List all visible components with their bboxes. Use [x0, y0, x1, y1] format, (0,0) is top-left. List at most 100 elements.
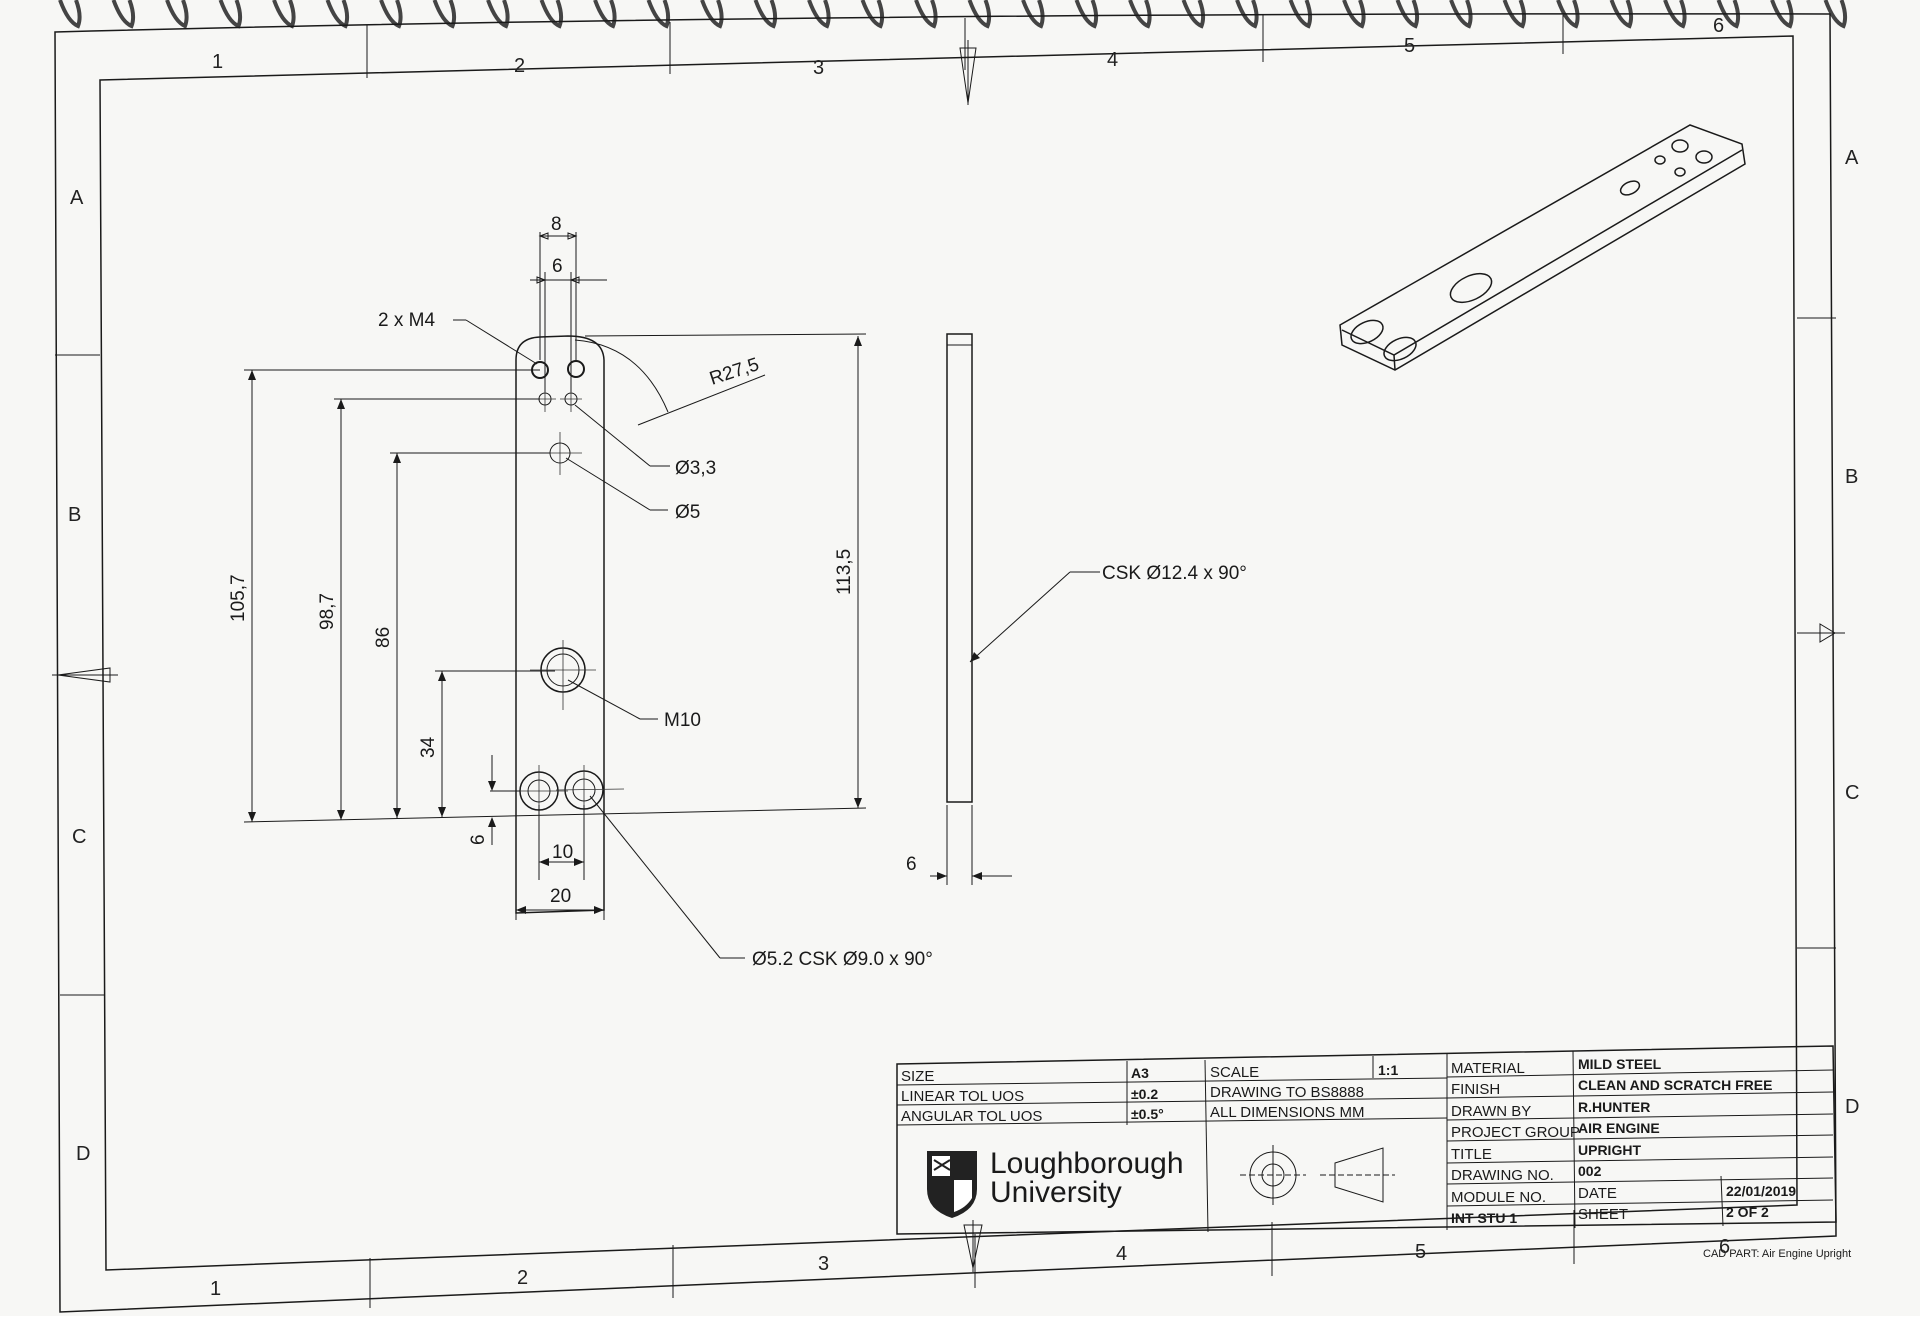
- dim-6-side: 6: [906, 854, 917, 875]
- binding-ring: [1770, 0, 1794, 29]
- tb-title-value: UPRIGHT: [1578, 1142, 1641, 1158]
- binding-ring: [486, 0, 510, 29]
- tb-sheet-label: SHEET: [1578, 1206, 1628, 1223]
- binding-ring: [700, 0, 724, 29]
- tb-project-group-value: AIR ENGINE: [1578, 1120, 1660, 1136]
- tb-size-label: SIZE: [901, 1068, 934, 1085]
- binding-ring: [379, 0, 403, 29]
- tb-date-value: 22/01/2019: [1726, 1183, 1796, 1199]
- binding-ring: [165, 0, 189, 29]
- binding-ring: [1128, 0, 1152, 29]
- binding-ring: [1502, 0, 1527, 29]
- zone-col-5-bottom: 5: [1415, 1241, 1426, 1263]
- title-block: SIZE A3 SCALE 1:1 LINEAR TOL UOS ±0.2 DR…: [896, 1045, 1851, 1260]
- binding-ring: [539, 0, 564, 29]
- zone-dividers: [55, 15, 1836, 1308]
- zone-row-a-right: A: [1845, 147, 1859, 169]
- isometric-view: [1339, 124, 1746, 371]
- dim-113-5: 113,5: [834, 549, 855, 595]
- callout-csk-bottom: Ø5.2 CSK Ø9.0 x 90°: [752, 949, 933, 970]
- binding-ring: [272, 0, 296, 29]
- dim-86: 86: [373, 627, 394, 648]
- binding-ring: [111, 0, 136, 29]
- tb-size-value: A3: [1131, 1065, 1149, 1081]
- binding-ring: [860, 0, 885, 29]
- callout-m4: 2 x M4: [378, 310, 435, 331]
- zone-col-3-top: 3: [813, 57, 824, 79]
- m4-hole-right: [567, 360, 585, 378]
- tb-linear-tol-value: ±0.2: [1131, 1086, 1158, 1102]
- centering-marks: [52, 40, 1845, 1272]
- zone-row-d-right: D: [1845, 1096, 1859, 1118]
- dim-34: 34: [418, 736, 439, 758]
- binding-ring: [807, 0, 831, 29]
- tb-project-group-label: PROJECT GROUP: [1451, 1124, 1580, 1141]
- iso-hole-5: [1671, 139, 1689, 153]
- tb-scale-value: 1:1: [1378, 1062, 1398, 1078]
- binding-ring: [1342, 0, 1366, 29]
- tb-module-no-label: MODULE NO.: [1451, 1189, 1546, 1206]
- tb-material-label: MATERIAL: [1451, 1060, 1525, 1077]
- zone-row-c-right: C: [1845, 782, 1859, 804]
- part-outline: [515, 335, 605, 914]
- iso-hole-3: [1449, 272, 1493, 304]
- outer-frame: [54, 13, 1837, 1313]
- title-block-frame: [896, 1045, 1837, 1235]
- inner-frame: [99, 35, 1798, 1271]
- tb-standard: DRAWING TO BS8888: [1210, 1084, 1364, 1101]
- callout-dia3-3: Ø3,3: [675, 458, 716, 479]
- spiral-binding: [58, 0, 1848, 29]
- iso-hole-2: [1383, 336, 1417, 362]
- tb-drawing-no-value: 002: [1578, 1163, 1602, 1179]
- binding-ring: [1609, 0, 1634, 29]
- binding-ring: [1235, 0, 1259, 29]
- callout-dia5: Ø5: [675, 502, 700, 523]
- binding-ring: [1823, 0, 1848, 29]
- binding-ring: [753, 0, 778, 29]
- zone-row-b-right: B: [1845, 466, 1858, 488]
- zone-col-1-bottom: 1: [210, 1278, 221, 1300]
- binding-ring: [593, 0, 617, 29]
- iso-hole-8: [1674, 167, 1686, 177]
- side-profile: [946, 333, 973, 803]
- side-view: 6 CSK Ø12.4 x 90°: [906, 333, 1247, 885]
- tb-module-no-value: INT STU 1: [1451, 1210, 1517, 1226]
- dim-6-bottom: 6: [468, 834, 489, 845]
- callout-m10: M10: [664, 710, 701, 731]
- dim-10: 10: [552, 842, 573, 863]
- third-angle-projection-symbol: [1240, 1145, 1395, 1205]
- zone-col-6-bottom: 6: [1719, 1236, 1730, 1258]
- binding-ring: [218, 0, 243, 29]
- tb-finish-value: CLEAN AND SCRATCH FREE: [1578, 1077, 1772, 1093]
- tb-material-value: MILD STEEL: [1578, 1056, 1662, 1072]
- binding-ring: [967, 0, 992, 29]
- tb-units: ALL DIMENSIONS MM: [1210, 1104, 1364, 1121]
- zone-col-5-top: 5: [1404, 35, 1415, 57]
- zone-row-d-left: D: [76, 1143, 90, 1165]
- binding-ring: [432, 0, 457, 29]
- binding-ring: [1288, 0, 1313, 29]
- binding-ring: [325, 0, 350, 29]
- dim-8: 8: [551, 214, 562, 235]
- tb-drawn-by-value: R.HUNTER: [1578, 1099, 1650, 1115]
- iso-hole-7: [1654, 155, 1666, 165]
- dim-20: 20: [550, 886, 571, 907]
- tb-finish-label: FINISH: [1451, 1081, 1500, 1098]
- dim-r27-5: R27,5: [707, 354, 762, 390]
- university-crest: [927, 1151, 977, 1218]
- tb-scale-label: SCALE: [1210, 1064, 1259, 1081]
- dim-98-7: 98,7: [317, 593, 338, 630]
- front-view: 8 6 R27,5 2 x M4 Ø3,3 Ø5 M10 Ø5.2 CSK Ø9…: [228, 214, 933, 970]
- zone-col-4-top: 4: [1107, 49, 1118, 71]
- binding-ring: [58, 0, 82, 29]
- binding-ring: [1074, 0, 1099, 29]
- binding-ring: [646, 0, 671, 29]
- tb-date-label: DATE: [1578, 1185, 1617, 1202]
- zone-col-2-bottom: 2: [517, 1267, 528, 1289]
- iso-hole-1: [1350, 319, 1384, 345]
- iso-hole-4: [1619, 180, 1641, 196]
- zone-row-c-left: C: [72, 826, 86, 848]
- zone-col-2-top: 2: [514, 55, 525, 77]
- zone-col-6-top: 6: [1713, 15, 1724, 37]
